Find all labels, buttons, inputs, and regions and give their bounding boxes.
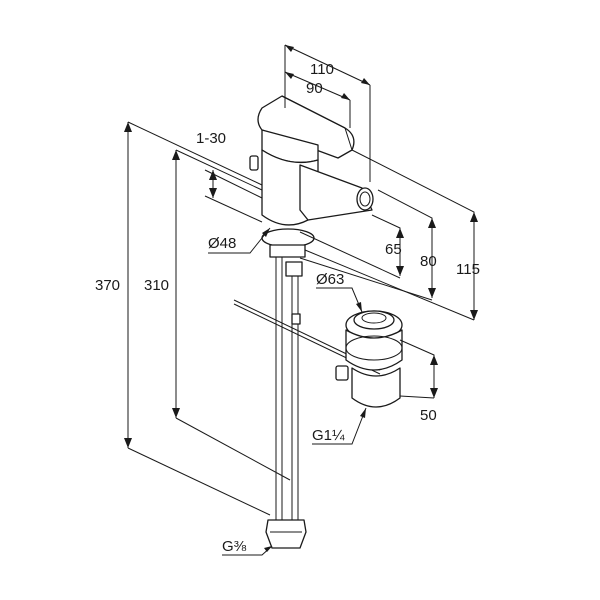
base-ring [261, 228, 315, 248]
dim-115: 115 [456, 261, 480, 278]
popup-waste [233, 299, 403, 408]
dim-80: 80 [420, 253, 437, 270]
dim-310: 310 [144, 277, 169, 294]
faucet [249, 95, 374, 549]
dim-110: 110 [310, 61, 334, 78]
dim-diameter-48: Ø48 [208, 235, 236, 252]
dim-90: 90 [306, 80, 323, 97]
dim-thread-waste: G1¼ [312, 427, 345, 444]
dim-diameter-63: Ø63 [316, 271, 344, 288]
waste-body [345, 329, 403, 371]
waste-tail [351, 367, 401, 408]
dim-50: 50 [420, 407, 437, 424]
dim-370: 370 [95, 277, 120, 294]
spout [299, 164, 373, 221]
dim-65: 65 [385, 241, 402, 258]
popup-rod-knob [249, 155, 259, 171]
hose-fitting [265, 519, 307, 549]
dimension-labels: 110 90 1-30 Ø48 Ø63 370 310 65 80 115 50… [95, 61, 480, 555]
mounting-nut [269, 244, 306, 258]
dimension-lines [124, 44, 478, 556]
dim-1-30: 1-30 [196, 130, 226, 147]
aerator [356, 187, 374, 211]
dim-thread-supply: G⅜ [222, 538, 247, 555]
